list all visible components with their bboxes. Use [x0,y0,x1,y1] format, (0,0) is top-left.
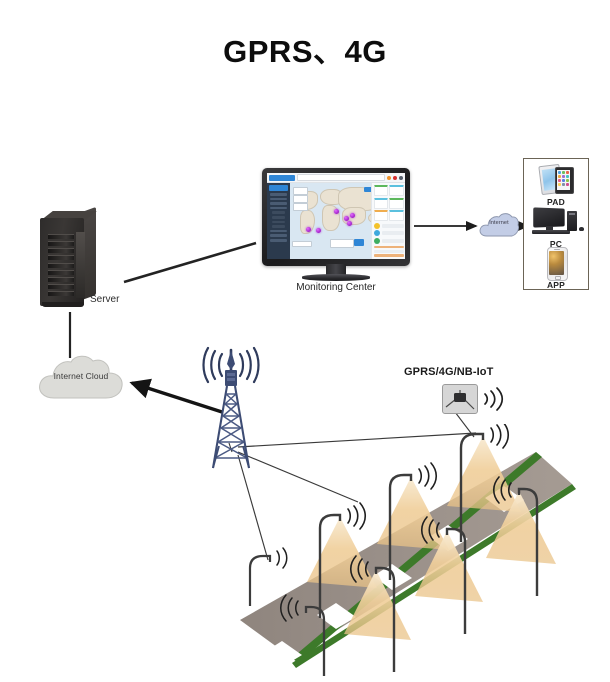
stat-card[interactable] [389,185,404,196]
monitor-bezel [262,168,410,266]
streetlight [377,462,449,580]
streetlight [280,594,326,676]
sidebar-subitem[interactable] [272,215,285,219]
stat-card[interactable] [389,197,404,209]
server-label: Server [90,294,120,305]
desktop-computer-icon [524,206,588,238]
gateway-node: GPRS/4G/NB-IoT [404,366,528,422]
server-node: Server [36,206,119,310]
internet-node: Internet [478,211,520,239]
dashboard-alert-icon[interactable] [387,175,391,180]
server-base [42,302,84,307]
dashboard-topbar [267,173,405,183]
status-badge [373,222,380,229]
gateway-label: GPRS/4G/NB-IoT [404,366,494,378]
cloud-icon [39,355,123,399]
page-title: GPRS、4G [223,34,387,69]
stat-card[interactable] [389,210,404,222]
map-marker[interactable] [347,221,352,226]
monitoring-center-node: Monitoring Center [258,168,414,296]
sidebar-item[interactable] [270,234,287,237]
sidebar-item[interactable] [270,229,287,233]
stat-card[interactable] [373,185,388,196]
streetlight-back-row [248,424,521,618]
server-chassis [40,218,85,306]
sidebar-item[interactable] [270,193,287,196]
map-marker[interactable] [306,227,311,232]
monitor-stand-neck [326,264,346,276]
dashboard-world-map[interactable] [290,183,371,259]
client-device-app: APP [524,247,588,290]
client-device-label: PC [549,239,563,249]
status-badge [373,230,380,237]
client-device-pc: PC [524,206,588,249]
dashboard-screen [267,173,405,259]
sidebar-item-active[interactable] [269,185,288,191]
smartphone-icon [524,247,588,281]
sidebar-item[interactable] [270,202,287,205]
stat-card[interactable] [373,210,388,222]
monitor-stand-base [302,274,370,281]
link-server-to-monitoring-center [123,241,257,284]
internet-cloud-node: Internet Cloud [36,354,126,402]
streetlight [307,502,377,618]
monitoring-center-label: Monitoring Center [296,282,376,293]
client-device-label: PAD [547,197,565,207]
gateway-signal-waves-icon [484,387,504,411]
server-front-panel [76,232,85,298]
cell-tower-icon [211,370,251,469]
sidebar-subitem[interactable] [272,225,285,228]
streetlight-front-row [280,476,556,676]
sidebar-item[interactable] [270,206,287,210]
streetlight [344,555,411,672]
cell-tower-node [196,344,266,470]
internet-cloud-label: Internet Cloud [53,371,109,381]
server-drive-bays [48,234,74,296]
map-marker[interactable] [350,213,355,218]
map-marker[interactable] [316,228,321,233]
sidebar-item[interactable] [270,197,287,201]
dashboard-sidebar [267,183,290,259]
client-device-label: APP [546,280,566,290]
dashboard-search-input[interactable] [297,174,385,181]
streetlight [486,476,556,596]
gateway-module-icon [442,384,478,414]
dashboard-stat-panel [371,183,405,259]
client-device-pad: PAD [524,163,588,207]
road-with-streetlights-icon [240,424,576,676]
dashboard-avatar[interactable] [399,175,403,180]
status-badge [373,237,380,244]
map-marker[interactable] [344,216,349,221]
internet-label: Internet [489,220,509,226]
sidebar-item[interactable] [270,238,287,242]
tablet-icon [524,163,588,196]
road-scene [236,424,576,676]
sidebar-subitem[interactable] [272,220,285,224]
dashboard-logo [269,174,295,181]
dashboard-notification-icon[interactable] [393,175,397,180]
client-devices-box: PAD PC APP [523,158,589,290]
sidebar-subitem[interactable] [272,211,285,214]
streetlight [415,516,483,634]
stat-card[interactable] [373,197,388,209]
map-marker[interactable] [334,209,339,214]
